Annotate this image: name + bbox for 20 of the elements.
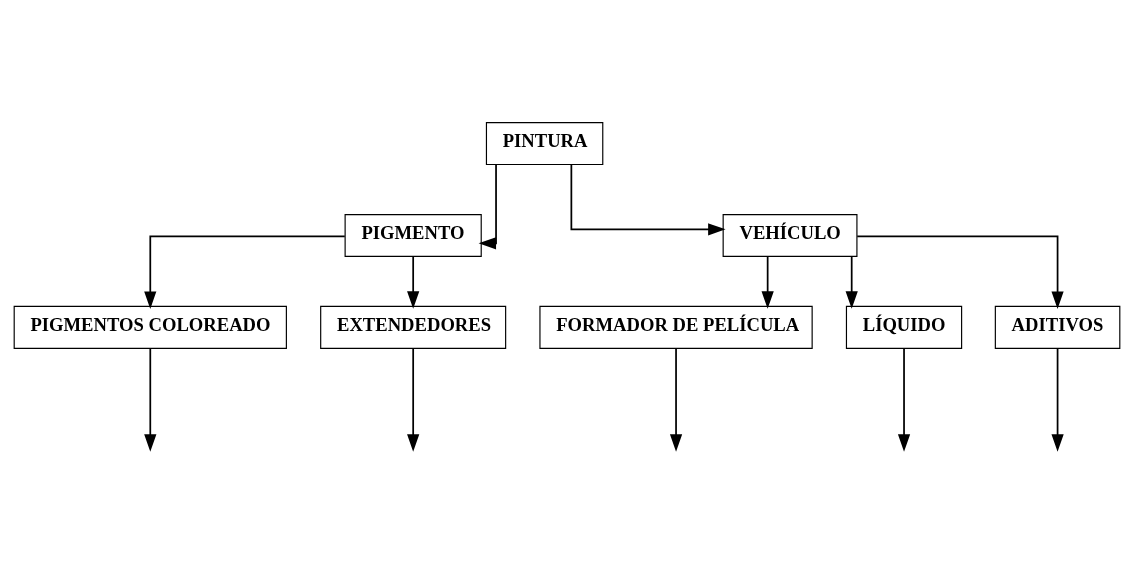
node-box: PIGMENTOS COLOREADO <box>13 305 287 349</box>
arrow <box>897 347 911 452</box>
arrow <box>856 235 1064 309</box>
arrow <box>1051 347 1064 452</box>
arrow <box>407 347 420 452</box>
node-box: FORMADOR DE PELÍCULA <box>539 305 813 349</box>
arrow <box>845 255 858 309</box>
arrow <box>570 163 726 236</box>
node-box: ADITIVOS <box>994 305 1121 349</box>
arrow <box>144 347 157 452</box>
node-box: EXTENDEDORES <box>320 305 507 349</box>
arrow <box>144 235 346 309</box>
arrow <box>407 255 420 309</box>
arrow <box>478 163 497 250</box>
arrow <box>761 255 774 309</box>
node-box: VEHÍCULO <box>722 213 858 257</box>
node-box: PINTURA <box>485 122 604 166</box>
arrow <box>669 347 683 452</box>
node-box: LÍQUIDO <box>845 305 963 349</box>
node-box: PIGMENTO <box>344 213 482 257</box>
